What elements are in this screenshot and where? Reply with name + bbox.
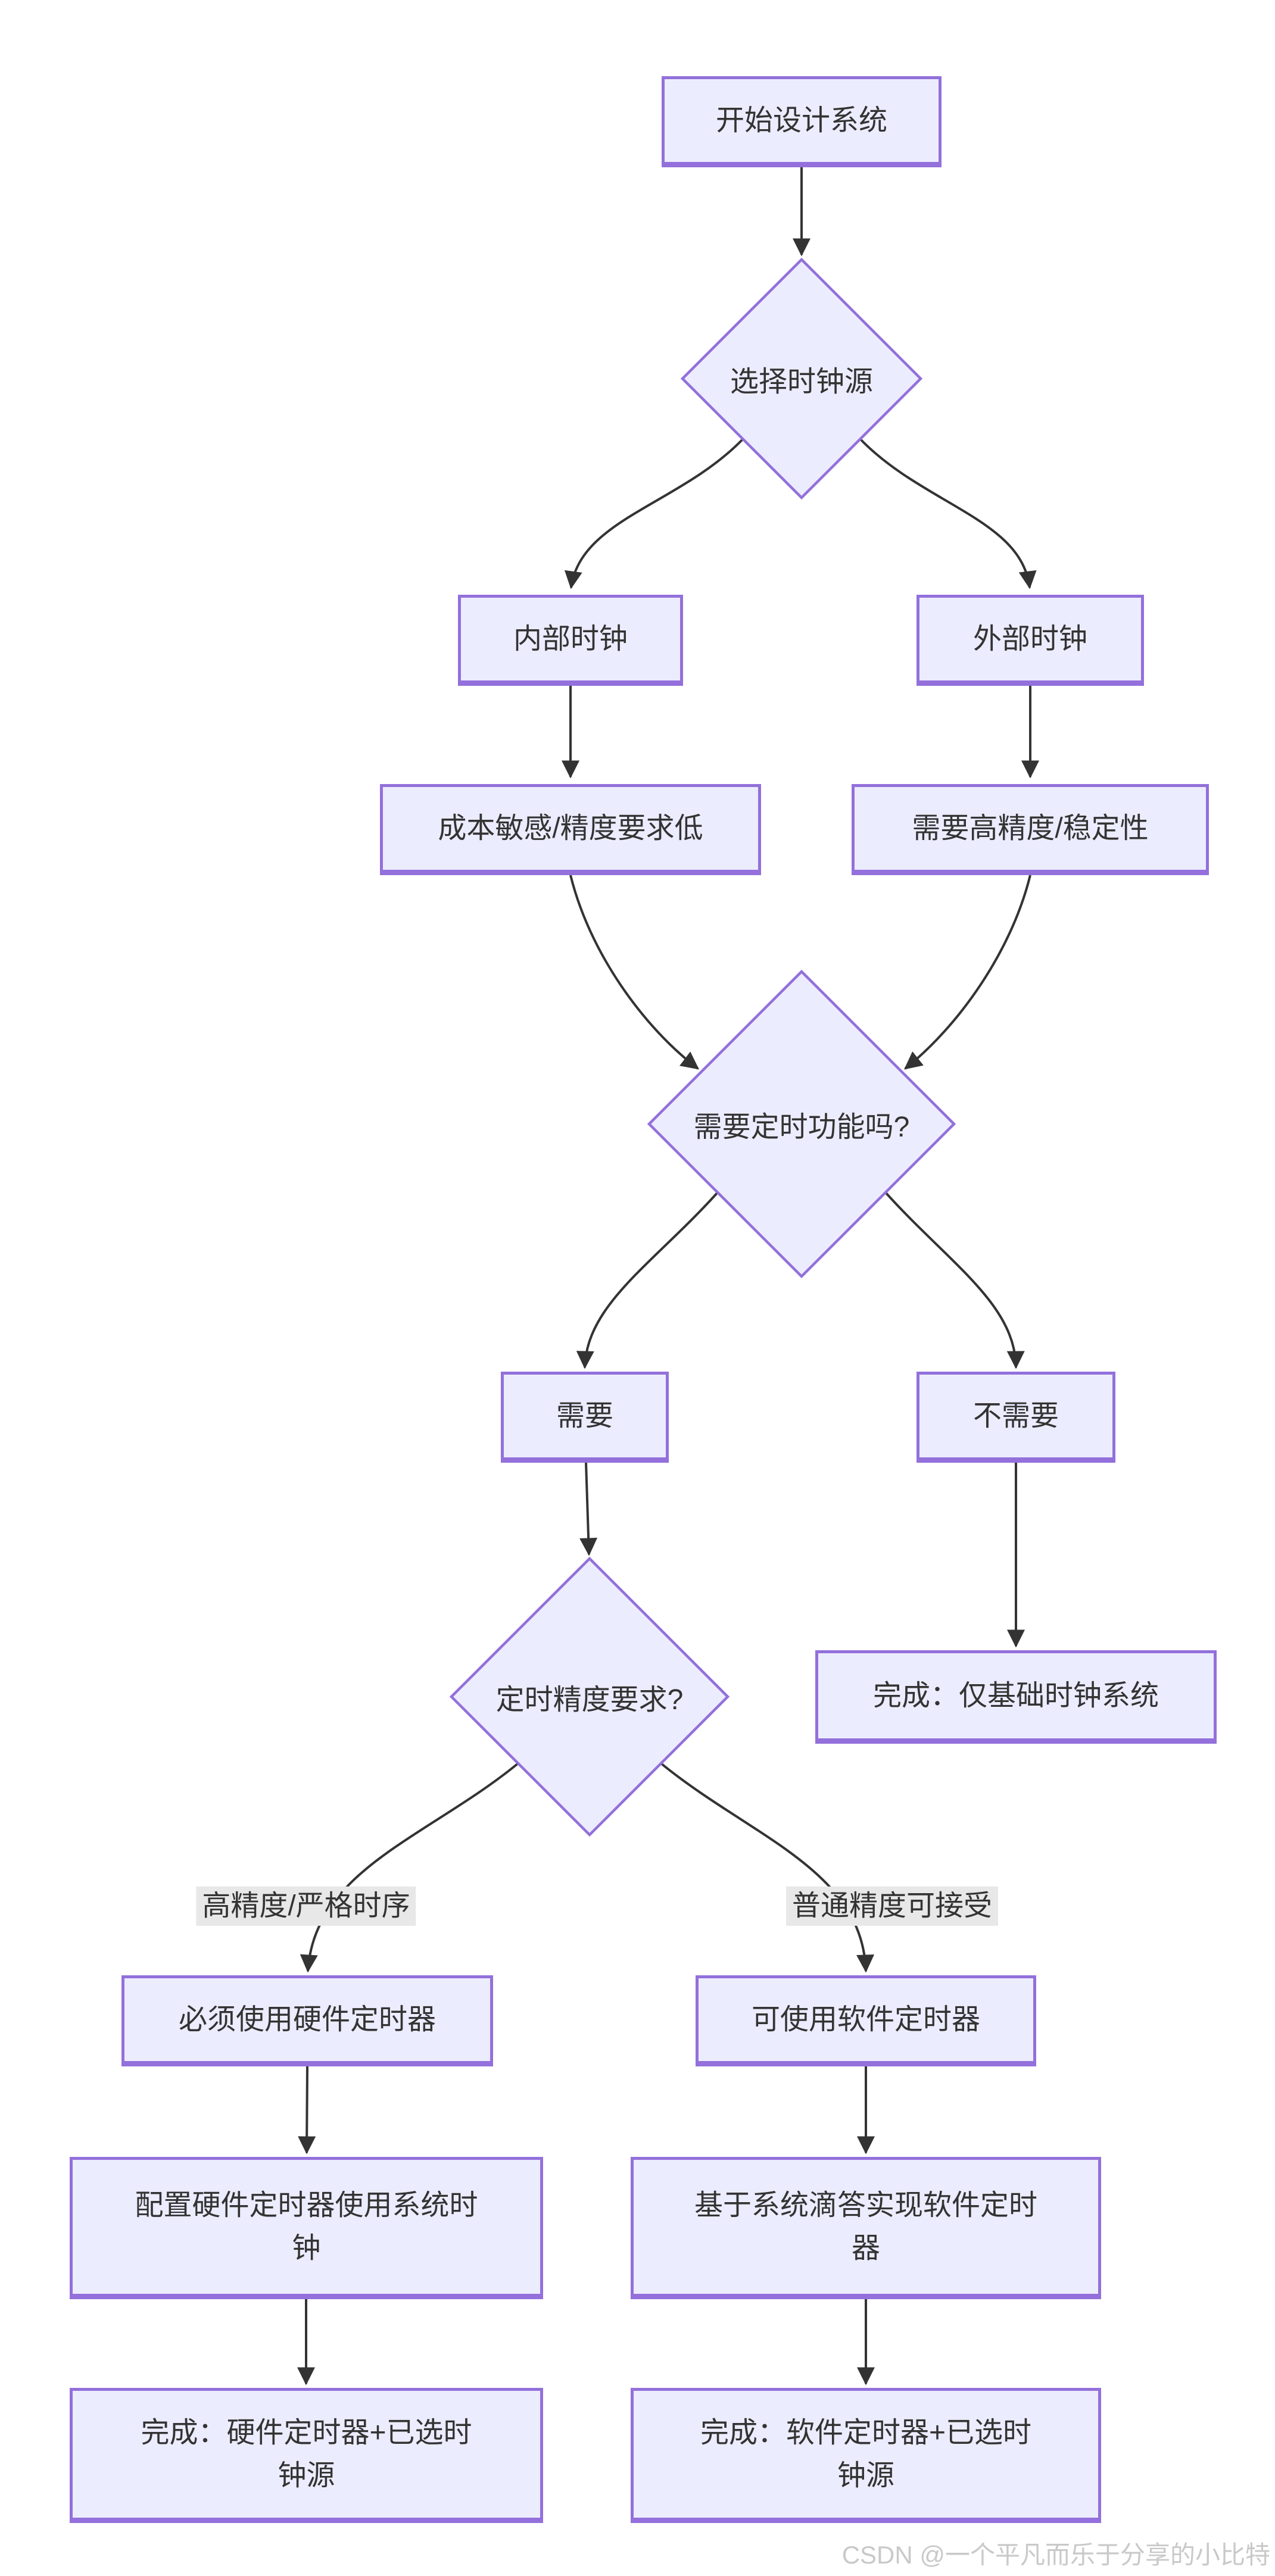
node-label: 内部时钟 <box>513 623 628 655</box>
flow-node-start: 开始设计系统 <box>662 76 942 167</box>
edge-choose-clock-to-external <box>859 438 1037 589</box>
edge-high-precision-to-need-timing <box>904 875 1031 1070</box>
node-label: 完成：硬件定时器+已选时钟源 <box>141 2416 472 2491</box>
edge-cost-sensitive-to-need-timing <box>569 875 699 1070</box>
node-label: 需要高精度/稳定性 <box>912 812 1149 844</box>
csdn-watermark: CSDN @一个平凡而乐于分享的小比特 <box>841 2541 1270 2569</box>
decision-label-choose-clock-source: 选择时钟源 <box>730 366 874 398</box>
flow-node-need: 需要 <box>501 1372 669 1463</box>
decision-label-need-timing-function: 需要定时功能吗? <box>693 1111 910 1143</box>
decision-choose-clock-source <box>680 257 923 500</box>
node-label: 外部时钟 <box>972 623 1087 655</box>
flow-node-cost-sensitive: 成本敏感/精度要求低 <box>380 784 761 875</box>
edge-timing-precision-to-hardware <box>300 1762 519 1973</box>
node-label: 成本敏感/精度要求低 <box>438 812 703 844</box>
edge-need-timing-to-need <box>576 1191 719 1369</box>
flow-node-done-basic-clock: 完成：仅基础时钟系统 <box>815 1650 1217 1744</box>
edge-need-timing-to-no-need <box>884 1191 1025 1369</box>
edge-label-normal-precision-acceptable: 普通精度可接受 <box>785 1886 999 1926</box>
node-label: 开始设计系统 <box>715 104 887 136</box>
flow-node-done-software-timer: 完成：软件定时器+已选时钟源 <box>631 2388 1101 2523</box>
node-label: 完成：仅基础时钟系统 <box>872 1679 1159 1712</box>
flow-node-external-clock: 外部时钟 <box>916 595 1144 686</box>
node-label: 可使用软件定时器 <box>751 2003 980 2035</box>
flow-node-done-hardware-timer: 完成：硬件定时器+已选时钟源 <box>70 2388 543 2523</box>
edge-need-to-timing-precision <box>579 1462 598 1556</box>
flow-node-must-hardware-timer: 必须使用硬件定时器 <box>121 1975 493 2066</box>
node-label: 完成：软件定时器+已选时钟源 <box>700 2416 1032 2491</box>
decision-need-timing-function <box>647 969 956 1279</box>
node-label: 必须使用硬件定时器 <box>178 2003 436 2035</box>
flow-node-internal-clock: 内部时钟 <box>458 595 683 686</box>
edge-timing-precision-to-software <box>660 1762 874 1973</box>
flow-node-need-high-precision: 需要高精度/稳定性 <box>852 784 1209 875</box>
edge-label-high-precision-strict-timing: 高精度/严格时序 <box>196 1886 416 1926</box>
flow-node-software-timer-on-tick: 基于系统滴答实现软件定时器 <box>631 2157 1101 2299</box>
node-label: 需要 <box>556 1400 613 1432</box>
node-label: 配置硬件定时器使用系统时钟 <box>135 2189 478 2264</box>
flow-node-configure-hardware-timer: 配置硬件定时器使用系统时钟 <box>70 2157 543 2299</box>
decision-label-timing-precision: 定时精度要求? <box>495 1684 684 1716</box>
decision-timing-precision <box>449 1556 730 1837</box>
edge-choose-clock-to-internal <box>564 438 744 589</box>
node-label: 不需要 <box>972 1400 1059 1432</box>
node-label: 基于系统滴答实现软件定时器 <box>694 2189 1037 2264</box>
flow-node-no-need: 不需要 <box>916 1372 1115 1463</box>
flow-node-can-software-timer: 可使用软件定时器 <box>696 1975 1036 2066</box>
